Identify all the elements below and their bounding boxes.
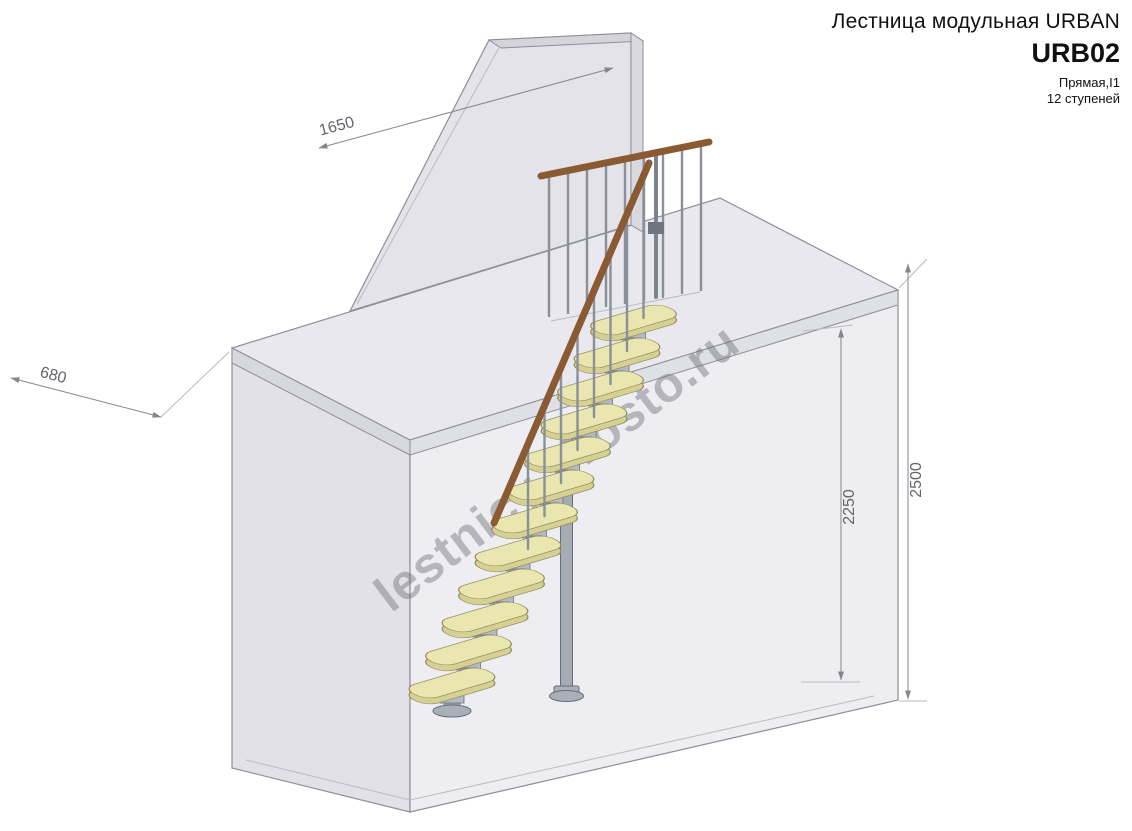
dimension-label-2250: 2250 bbox=[841, 489, 858, 525]
landing-handrail bbox=[537, 138, 713, 180]
dimension-floor-height: 2250 bbox=[801, 324, 860, 683]
model-code: URB02 bbox=[1031, 38, 1120, 68]
stair-railing bbox=[490, 159, 653, 551]
landing-railing bbox=[537, 138, 713, 318]
step-count: 12 ступеней bbox=[1046, 91, 1120, 106]
dimension-label-1650: 1650 bbox=[317, 114, 356, 140]
page-title: Лестница модульная URBAN bbox=[831, 10, 1120, 33]
dimension-total-height: 2500 bbox=[898, 258, 928, 702]
dimension-label-680: 680 bbox=[38, 364, 68, 387]
dimension-overhang: 680 bbox=[10, 351, 230, 418]
stairwell-opening-line bbox=[550, 291, 701, 322]
staircase bbox=[401, 138, 713, 718]
stair-handrail bbox=[490, 159, 653, 527]
title-block: Лестница модульная URBAN URB02 Прямая,I1… bbox=[832, 10, 1120, 106]
room-inner-floor-line bbox=[245, 695, 875, 801]
stair-type: Прямая,I1 bbox=[1058, 75, 1120, 90]
rail-bracket bbox=[648, 222, 664, 234]
dimension-label-2500: 2500 bbox=[908, 462, 925, 498]
floor-slab-edge-right bbox=[409, 289, 899, 456]
room-box bbox=[230, 197, 900, 813]
